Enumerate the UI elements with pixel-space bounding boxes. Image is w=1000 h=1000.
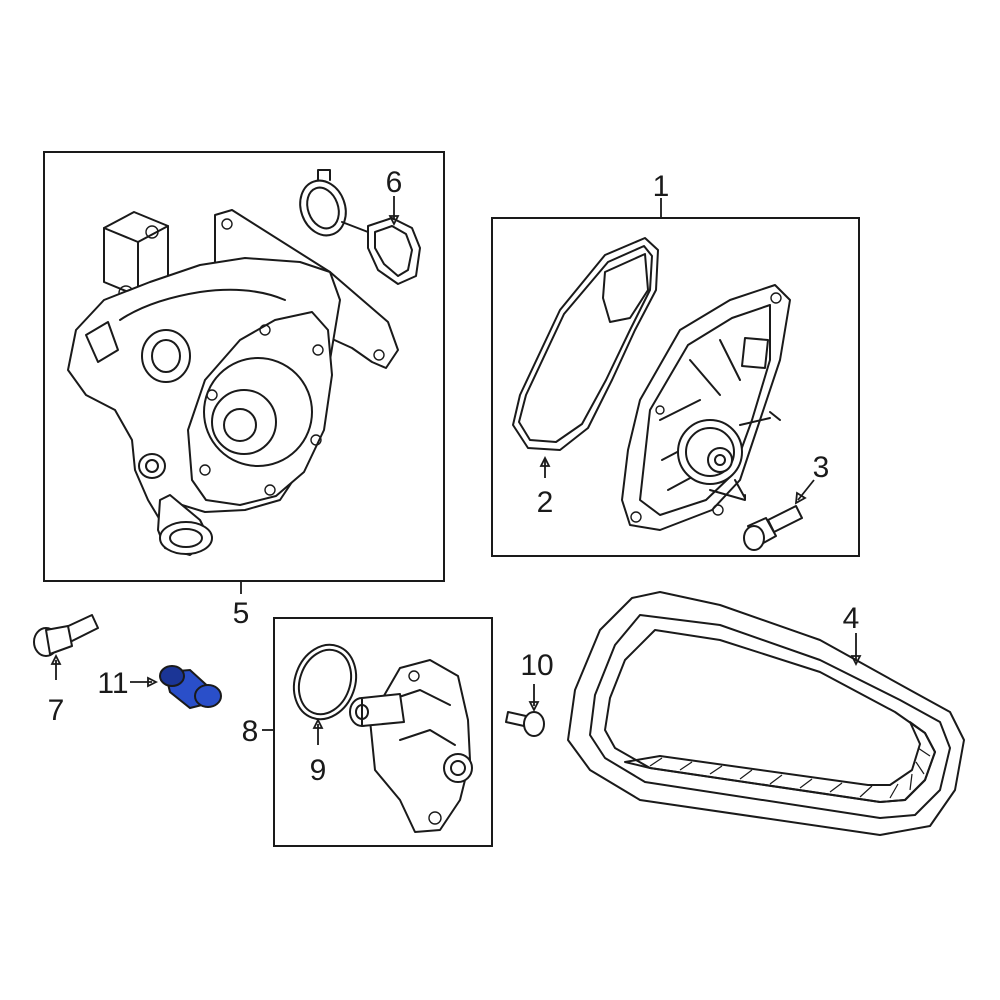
callout-11: 11: [97, 667, 128, 700]
callout-10: 10: [520, 649, 553, 682]
callout-8: 8: [242, 715, 259, 748]
gasket-drawing: [367, 217, 421, 285]
callout-6: 6: [386, 166, 403, 199]
callout-1: 1: [653, 170, 670, 203]
frame-pump-housing: [43, 151, 445, 582]
callout-5: 5: [233, 597, 250, 630]
callout-4: 4: [843, 602, 860, 635]
callout-9: 9: [310, 754, 327, 787]
thermostat-housing-drawing: [349, 659, 473, 833]
bolt-7-drawing: [33, 614, 99, 657]
water-pump-drawing: [621, 284, 791, 531]
pump-housing-drawing: [67, 209, 399, 556]
pump-gasket-drawing: [512, 237, 659, 451]
frame-water-pump: [491, 217, 860, 557]
drive-belt-drawing: [567, 591, 965, 836]
frame-thermostat: [273, 617, 493, 847]
seal-ring-drawing: [299, 169, 369, 237]
leader-lines: [50, 196, 862, 745]
callout-7: 7: [48, 694, 65, 727]
o-ring-drawing: [292, 643, 358, 721]
callout-2: 2: [537, 486, 554, 519]
highlighted-part-11: [159, 665, 222, 710]
belt-ribs: [649, 747, 931, 799]
callout-3: 3: [813, 451, 830, 484]
bolt-10-drawing: [505, 711, 545, 737]
bolt-3-drawing: [743, 505, 803, 551]
